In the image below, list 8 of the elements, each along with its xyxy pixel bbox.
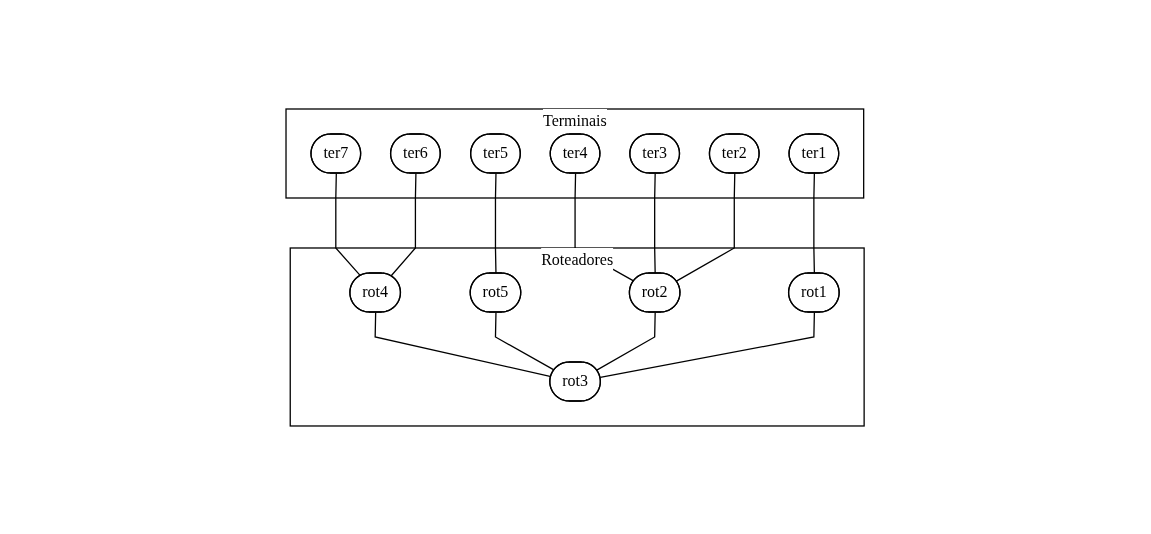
connector [596,311,657,371]
connector [654,172,657,274]
connector [676,172,736,282]
connector [813,172,816,274]
connector [495,172,498,274]
connector [600,311,816,378]
connector [390,172,417,277]
connector [335,172,362,277]
